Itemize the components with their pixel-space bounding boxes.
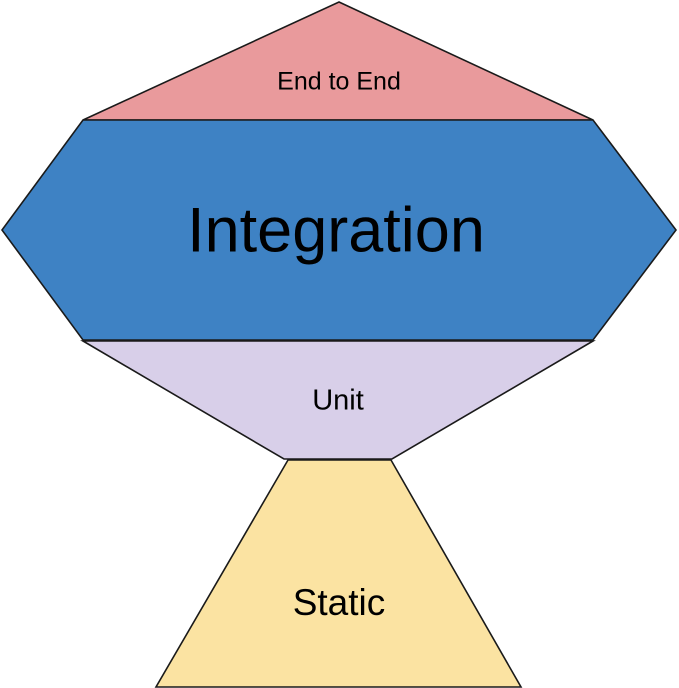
integration-label: Integration — [187, 196, 485, 266]
unit-label: Unit — [312, 385, 364, 417]
static-shape[interactable] — [154, 459, 523, 688]
unit-shape[interactable] — [80, 340, 596, 460]
layer-integration[interactable]: Integration — [1, 119, 678, 341]
layer-unit[interactable]: Unit — [80, 340, 596, 460]
static-label: Static — [293, 582, 386, 623]
integration-shape[interactable] — [1, 119, 678, 341]
end-to-end-label: End to End — [277, 68, 401, 96]
layer-static[interactable]: Static — [154, 459, 523, 688]
